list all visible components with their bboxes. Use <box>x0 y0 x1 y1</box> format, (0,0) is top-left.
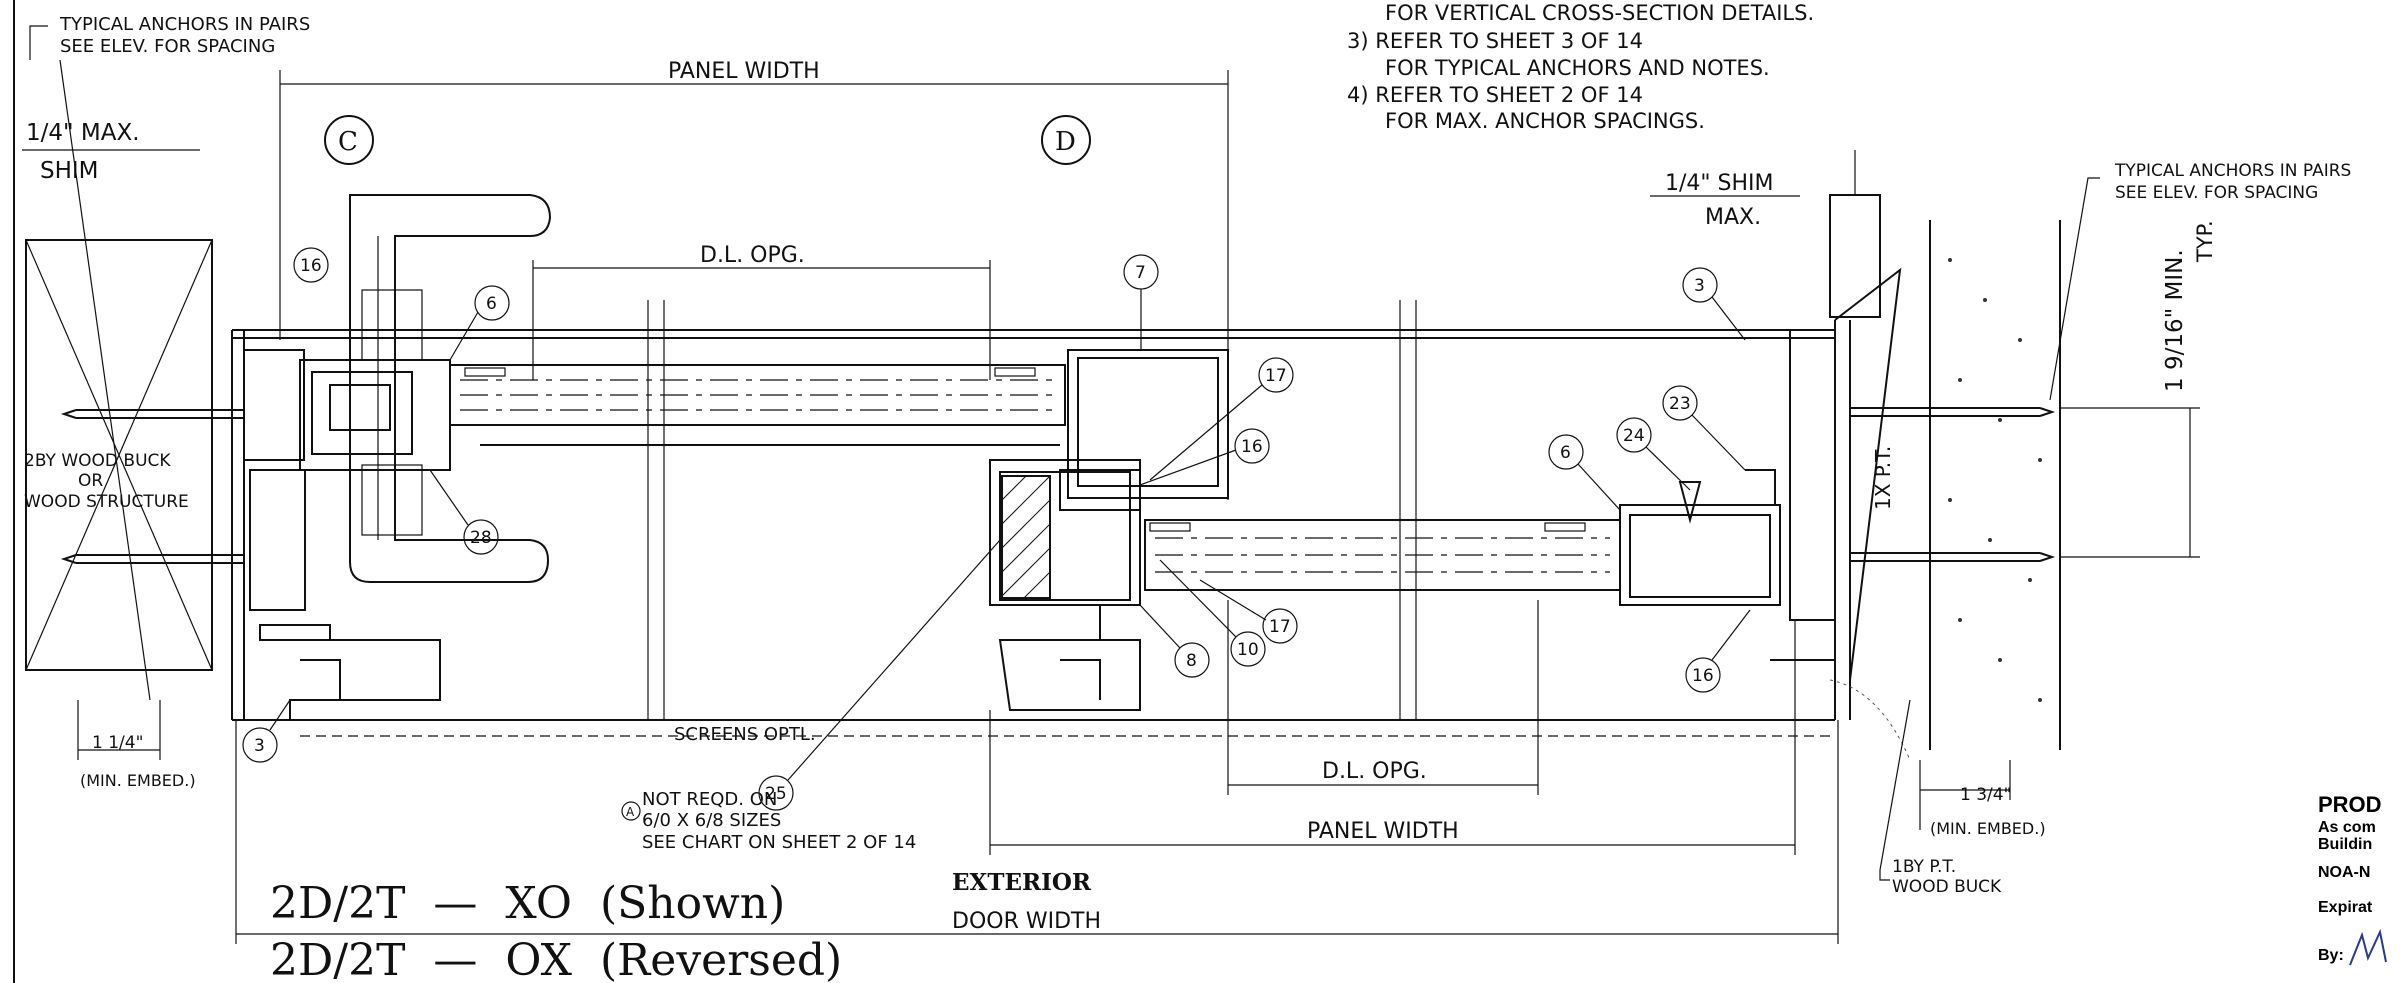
signature-mark <box>2349 928 2387 966</box>
callout-16b: 16 <box>1139 428 1270 486</box>
panel-c-marker: C <box>324 115 374 165</box>
note-a: A NOT REQD. ON 6/0 X 6/8 SIZES SEE CHART… <box>621 789 916 853</box>
svg-text:TYPICAL ANCHORS IN PAIRS: TYPICAL ANCHORS IN PAIRS <box>59 14 310 35</box>
callout-25: 25 <box>758 539 1001 811</box>
callout-6a: 6 <box>449 285 510 361</box>
panel-d-marker: D <box>1041 115 1091 165</box>
svg-text:WOOD STRUCTURE: WOOD STRUCTURE <box>24 492 189 512</box>
svg-text:25: 25 <box>765 784 787 804</box>
svg-text:Buildin: Buildin <box>2318 836 2372 853</box>
svg-text:16: 16 <box>1692 666 1714 686</box>
frame-section: SCREENS OPTL. <box>231 194 1902 745</box>
callout-16c: 16 <box>1685 609 1751 693</box>
svg-text:MAX.: MAX. <box>1705 205 1761 230</box>
door-width-dim: DOOR WIDTH EXTERIOR <box>235 720 1839 944</box>
callout-7: 7 <box>1123 254 1159 350</box>
svg-text:4) REFER TO SHEET 2 OF 14: 4) REFER TO SHEET 2 OF 14 <box>1347 83 1643 107</box>
dl-opg-bottom-dim: D.L. OPG. <box>1227 600 1539 795</box>
callout-3b: 3 <box>242 699 291 763</box>
svg-text:6: 6 <box>1560 443 1571 463</box>
svg-text:SEE ELEV. FOR SPACING: SEE ELEV. FOR SPACING <box>60 36 275 57</box>
svg-text:1BY P.T.: 1BY P.T. <box>1892 857 1956 877</box>
svg-text:Expirat: Expirat <box>2318 899 2373 916</box>
callout-17a: 17 <box>1149 357 1294 481</box>
svg-text:OR: OR <box>78 471 103 491</box>
svg-text:17: 17 <box>1265 366 1287 386</box>
svg-text:FOR MAX. ANCHOR SPACINGS.: FOR MAX. ANCHOR SPACINGS. <box>1385 109 1705 133</box>
svg-text:TYPICAL ANCHORS IN PAIRS: TYPICAL ANCHORS IN PAIRS <box>2114 161 2351 181</box>
svg-text:SCREENS OPTL.: SCREENS OPTL. <box>674 724 816 745</box>
svg-text:2BY WOOD BUCK: 2BY WOOD BUCK <box>24 451 171 471</box>
svg-text:3: 3 <box>254 736 265 756</box>
svg-text:7: 7 <box>1135 263 1146 283</box>
svg-text:3) REFER TO SHEET 3 OF 14: 3) REFER TO SHEET 3 OF 14 <box>1347 29 1643 53</box>
svg-text:PROD: PROD <box>2318 792 2382 817</box>
callout-23: 23 <box>1662 385 1746 471</box>
callout-16a: 16 <box>293 247 329 283</box>
svg-text:(MIN. EMBED.): (MIN. EMBED.) <box>1930 819 2046 838</box>
right-annotations: 1/4" SHIM MAX. TYPICAL ANCHORS IN PAIRS … <box>1650 161 2351 897</box>
svg-text:2D/2T — XO (Shown): 2D/2T — XO (Shown) <box>270 878 785 929</box>
svg-text:(MIN. EMBED.): (MIN. EMBED.) <box>80 771 196 790</box>
svg-text:23: 23 <box>1669 394 1691 414</box>
svg-text:D: D <box>1055 127 1076 157</box>
svg-text:EXTERIOR: EXTERIOR <box>952 869 1092 896</box>
svg-text:6: 6 <box>486 294 497 314</box>
left-anchors <box>60 409 244 564</box>
svg-text:1 1/4": 1 1/4" <box>92 733 143 753</box>
drawing-titles: 2D/2T — XO (Shown) 2D/2T — OX (Reversed) <box>270 878 842 983</box>
svg-text:17: 17 <box>1269 617 1291 637</box>
svg-text:SEE ELEV. FOR SPACING: SEE ELEV. FOR SPACING <box>2115 183 2318 203</box>
svg-text:A: A <box>626 805 635 819</box>
svg-text:16: 16 <box>1241 437 1263 457</box>
svg-text:SEE CHART ON SHEET 2 OF 14: SEE CHART ON SHEET 2 OF 14 <box>642 832 916 853</box>
callout-6b: 6 <box>1548 434 1621 511</box>
svg-text:By:: By: <box>2318 947 2344 964</box>
svg-text:2D/2T — OX (Reversed): 2D/2T — OX (Reversed) <box>270 935 842 983</box>
svg-text:16: 16 <box>300 256 322 276</box>
svg-text:28: 28 <box>470 528 492 548</box>
svg-text:6/0 X 6/8 SIZES: 6/0 X 6/8 SIZES <box>642 810 781 831</box>
svg-text:8: 8 <box>1186 651 1197 671</box>
svg-text:TYP.: TYP. <box>2193 220 2217 263</box>
panel-width-bottom-dim: PANEL WIDTH <box>989 620 1796 855</box>
svg-text:1 9/16" MIN.: 1 9/16" MIN. <box>2162 249 2188 392</box>
svg-text:1/4" MAX.: 1/4" MAX. <box>26 120 140 146</box>
svg-text:D.L. OPG.: D.L. OPG. <box>1322 759 1427 784</box>
svg-text:FOR VERTICAL CROSS-SECTION DET: FOR VERTICAL CROSS-SECTION DETAILS. <box>1385 1 1814 25</box>
svg-text:As com: As com <box>2318 819 2376 836</box>
svg-text:SHIM: SHIM <box>40 158 99 184</box>
callout-8: 8 <box>1139 604 1210 678</box>
dl-opg-top-dim: D.L. OPG. <box>532 243 991 380</box>
approval-stamp: PROD As com Buildin NOA-N Expirat By: <box>2318 792 2387 966</box>
right-wall <box>1829 150 2061 761</box>
svg-text:3: 3 <box>1694 276 1705 296</box>
svg-text:NOT REQD. ON: NOT REQD. ON <box>642 789 777 810</box>
svg-text:PANEL WIDTH: PANEL WIDTH <box>668 59 820 84</box>
svg-text:FOR TYPICAL ANCHORS AND NOTES.: FOR TYPICAL ANCHORS AND NOTES. <box>1385 56 1770 80</box>
general-notes: FOR VERTICAL CROSS-SECTION DETAILS. 3) R… <box>1347 1 1814 133</box>
left-annotations: TYPICAL ANCHORS IN PAIRS SEE ELEV. FOR S… <box>22 14 310 790</box>
svg-text:1 3/4": 1 3/4" <box>1960 785 2011 805</box>
svg-text:1/4" SHIM: 1/4" SHIM <box>1665 171 1774 196</box>
svg-text:PANEL WIDTH: PANEL WIDTH <box>1307 819 1459 844</box>
svg-text:C: C <box>338 127 358 157</box>
svg-text:DOOR WIDTH: DOOR WIDTH <box>952 909 1101 934</box>
callout-3a: 3 <box>1682 267 1746 341</box>
svg-text:24: 24 <box>1623 426 1645 446</box>
svg-text:WOOD BUCK: WOOD BUCK <box>1892 877 2002 897</box>
callout-24: 24 <box>1616 417 1691 491</box>
callout-28: 28 <box>429 469 499 555</box>
svg-text:NOA-N: NOA-N <box>2318 864 2370 881</box>
svg-text:10: 10 <box>1237 640 1259 660</box>
callout-10: 10 <box>1159 559 1266 667</box>
svg-text:D.L. OPG.: D.L. OPG. <box>700 243 805 268</box>
callout-17b: 17 <box>1199 579 1298 644</box>
svg-text:1X P.T.: 1X P.T. <box>1871 446 1895 510</box>
